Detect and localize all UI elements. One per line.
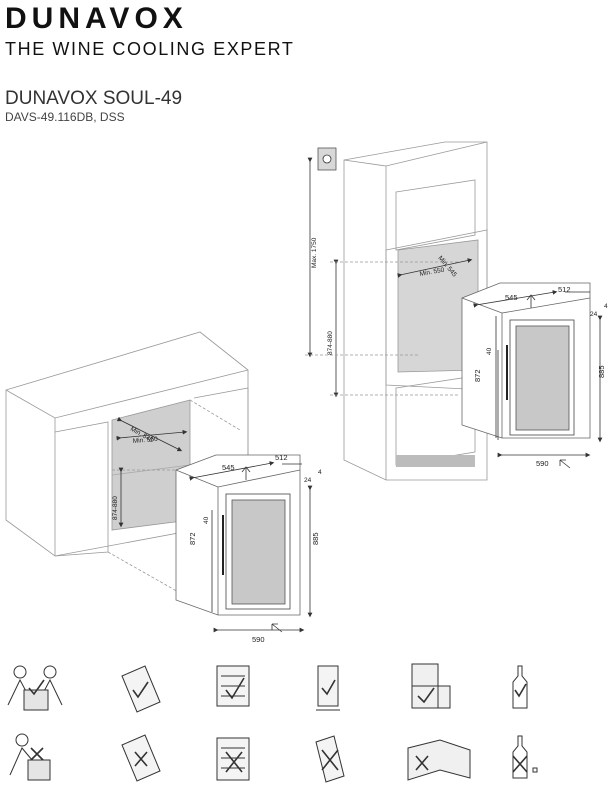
unsupported-niche-icon <box>407 739 471 781</box>
column-gap-top-label: 4 <box>604 303 608 310</box>
column-max-height-label: Max. 1750 <box>311 237 318 268</box>
column-niche-height-label: 874-880 <box>327 331 334 355</box>
cabinet-body-height-label: 872 <box>188 532 197 545</box>
cabinet-total-width-label: 590 <box>252 635 265 644</box>
built-in-check-icon <box>411 663 451 709</box>
cabinet-gap-top-label: 4 <box>318 469 322 476</box>
column-total-width-label: 590 <box>536 459 549 468</box>
cabinet-side-gap-label: 40 <box>203 516 210 524</box>
bottle-cross-icon <box>512 735 538 779</box>
product-codes: DAVS-49.116DB, DSS <box>5 110 125 124</box>
shelf-overload-icon <box>216 737 250 781</box>
cabinet-installation <box>5 331 313 633</box>
bottle-icon <box>512 665 528 709</box>
brand-tagline: THE WINE COOLING EXPERT <box>5 39 295 59</box>
column-width-label: 545 <box>505 293 518 302</box>
two-person-carry-icon <box>7 665 63 711</box>
column-door-depth-label: 24 <box>590 311 598 318</box>
cabinet-niche-height-label: 874-880 <box>112 496 119 520</box>
cabinet-door-depth-label: 24 <box>304 477 312 484</box>
cabinet-total-height-label: 885 <box>311 532 320 545</box>
column-total-height-label: 885 <box>597 365 606 378</box>
product-title: DUNAVOX SOUL-49 <box>5 88 183 109</box>
wine-shelf-check-icon <box>216 665 250 707</box>
single-person-carry-icon <box>9 733 51 781</box>
tilted-unit-icon <box>315 735 345 783</box>
column-installation <box>305 141 603 481</box>
manual-ignore-icon <box>121 734 161 782</box>
upright-unit-icon <box>316 665 340 711</box>
brand-logo: DUNAVOX <box>5 2 188 35</box>
cabinet-niche-width-label: Min. 550 <box>133 436 159 445</box>
cabinet-width-label: 545 <box>222 463 235 472</box>
column-side-gap-label: 40 <box>486 347 493 355</box>
column-depth-label: 512 <box>558 285 571 294</box>
column-niche-width-label: Min. 550 <box>419 267 445 278</box>
column-body-height-label: 872 <box>473 369 482 382</box>
power-socket-icon <box>317 147 337 171</box>
cabinet-depth-label: 512 <box>275 453 288 462</box>
manual-read-icon <box>121 665 161 713</box>
